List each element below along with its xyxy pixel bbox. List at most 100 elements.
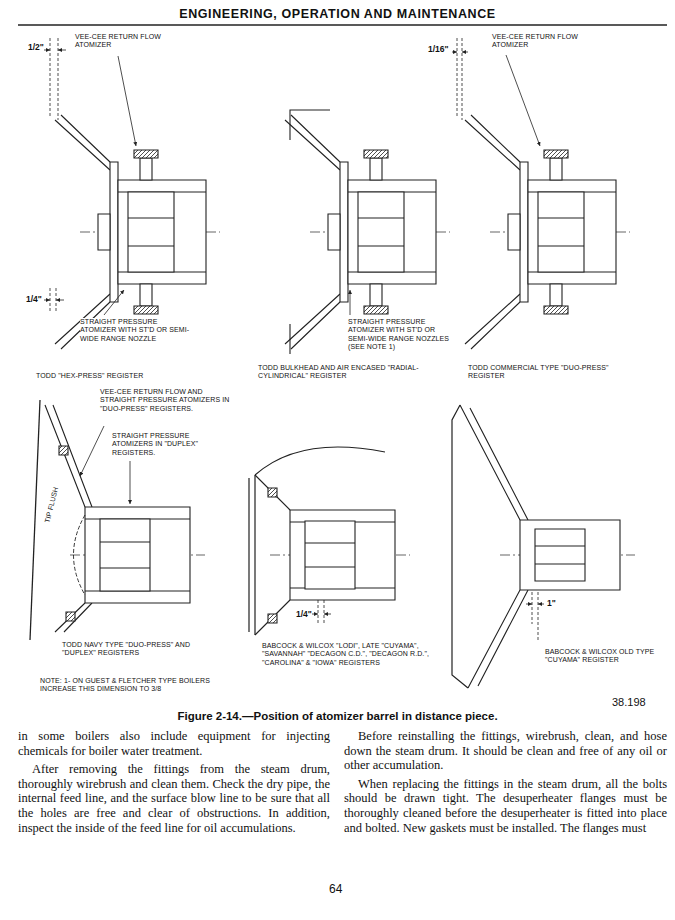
stud <box>550 284 562 306</box>
dimension-arrow <box>526 604 532 605</box>
leader-line <box>130 461 131 504</box>
dimension: 1/4" <box>296 609 312 619</box>
distance-piece-cone <box>285 294 340 349</box>
text-column: in some boilers also include equipment f… <box>18 729 330 835</box>
leader-line <box>80 426 104 476</box>
figure-note: NOTE: 1- ON GUEST & FLETCHER TYPE BOILER… <box>40 677 235 694</box>
dimension-line <box>457 38 462 120</box>
dimension-arrow <box>44 50 50 51</box>
callout: STRAIGHT PRESSURE ATOMIZERS IN "DUPLEX" … <box>112 432 227 457</box>
tip-flush-arc <box>74 515 86 595</box>
dimension: 1/16" <box>428 44 449 54</box>
hex-nut <box>128 192 174 272</box>
hex-nut <box>100 519 150 591</box>
distance-piece-cone <box>465 294 520 349</box>
distance-piece-cone <box>465 115 520 170</box>
register-name: TODD COMMERCIAL TYPE "DUO-PRESS" REGISTE… <box>468 364 618 381</box>
callout: VEE-CEE RETURN FLOW ATOMIZER <box>492 33 580 50</box>
dimension-arrow <box>58 50 66 51</box>
body-paragraph: in some boilers also include equipment f… <box>18 729 330 758</box>
bolt <box>59 446 68 455</box>
callout: VEE-CEE RETURN FLOW AND STRAIGHT PRESSUR… <box>100 388 230 413</box>
stud <box>370 158 382 180</box>
stud-nut <box>364 150 388 158</box>
atomizer-barrel <box>118 180 206 284</box>
register-name: BABCOCK & WILCOX "LODI", LATE "CUYAMA", … <box>262 642 442 667</box>
barrel-bore <box>348 192 436 272</box>
register-plate <box>110 162 118 302</box>
dimension: 1" <box>547 598 556 608</box>
callout: VEE-CEE RETURN FLOW ATOMIZER <box>75 33 163 50</box>
register-name: TODD "HEX-PRESS" REGISTER <box>36 372 206 380</box>
body-paragraph: When replacing the fittings in the steam… <box>344 777 667 835</box>
barrel-bore <box>290 522 395 588</box>
register-plate <box>249 475 255 635</box>
atomizer-tip <box>98 214 110 250</box>
barrel-bore <box>118 192 206 272</box>
hex-nut-face <box>535 546 585 564</box>
dimension-arrow <box>538 604 544 605</box>
register-cone <box>460 405 528 688</box>
atomizer-barrel <box>290 510 395 600</box>
stud <box>370 284 382 306</box>
atomizer-barrel <box>528 180 616 284</box>
stud <box>140 284 152 306</box>
dimension: 1/2" <box>28 42 44 52</box>
figure-number: 38.198 <box>612 696 646 709</box>
register-name: TODD BULKHEAD AND AIR ENCASED "RADIAL-CY… <box>258 364 423 381</box>
leader-line <box>506 55 540 146</box>
dimension-arrow <box>452 52 457 53</box>
distance-piece-cone <box>55 115 110 170</box>
atomizer-tip <box>328 214 340 250</box>
register-name: BABCOCK & WILCOX OLD TYPE "CUYAMA" REGIS… <box>545 648 657 665</box>
register-front <box>30 400 40 640</box>
hex-nut-face <box>100 542 150 568</box>
dimension-line <box>50 38 58 120</box>
hex-nut <box>305 521 355 589</box>
stud <box>550 158 562 180</box>
stud-nut <box>544 306 568 314</box>
stud-nut <box>364 306 388 314</box>
hex-nut <box>358 192 404 272</box>
dimension: 1/4" <box>26 294 42 304</box>
atomizer-tip <box>508 214 520 250</box>
page-number: 64 <box>329 882 342 896</box>
body-paragraph: Before reinstalling the fittings, wirebr… <box>344 729 667 773</box>
body-paragraph: After removing the fittings from the ste… <box>18 762 330 835</box>
leader-line <box>104 290 124 315</box>
atomizer-barrel <box>85 507 190 603</box>
register-name: TODD NAVY TYPE "DUO-PRESS" AND "DUPLEX" … <box>62 641 212 658</box>
atomizer-barrel <box>520 520 620 590</box>
barrel-bore <box>528 192 616 272</box>
distance-piece-cone <box>285 115 340 170</box>
dimension-arrow <box>56 300 64 301</box>
dimension-arrow <box>462 52 468 53</box>
text-column: Before reinstalling the fittings, wirebr… <box>344 729 667 835</box>
leader-line <box>118 56 136 146</box>
dimension-line <box>532 592 538 640</box>
stud <box>140 158 152 180</box>
dimension-note: TIP FLUSH <box>43 486 60 524</box>
bolt <box>66 612 75 621</box>
bolt <box>268 614 277 623</box>
register-cone <box>255 475 290 635</box>
callout: STRAIGHT PRESSURE ATOMIZER WITH ST'D OR … <box>80 318 195 343</box>
header-rule <box>18 24 667 25</box>
hex-nut-face <box>305 543 355 567</box>
atomizer-barrel <box>348 180 436 284</box>
dimension-line <box>318 600 324 624</box>
hex-nut <box>538 192 584 272</box>
dimension-arrow <box>324 614 331 615</box>
barrel-bore <box>85 519 190 591</box>
register-front <box>452 405 468 688</box>
stud-nut <box>134 306 158 314</box>
register-plate <box>340 162 348 302</box>
dimension-arrow <box>312 614 318 615</box>
register-dome <box>255 447 385 475</box>
dimension-line <box>50 288 56 312</box>
register-plate <box>520 162 528 302</box>
callout: STRAIGHT PRESSURE ATOMIZER WITH ST'D OR … <box>348 318 456 352</box>
running-head: ENGINEERING, OPERATION AND MAINTENANCE <box>179 7 496 22</box>
air-casing <box>290 110 330 354</box>
